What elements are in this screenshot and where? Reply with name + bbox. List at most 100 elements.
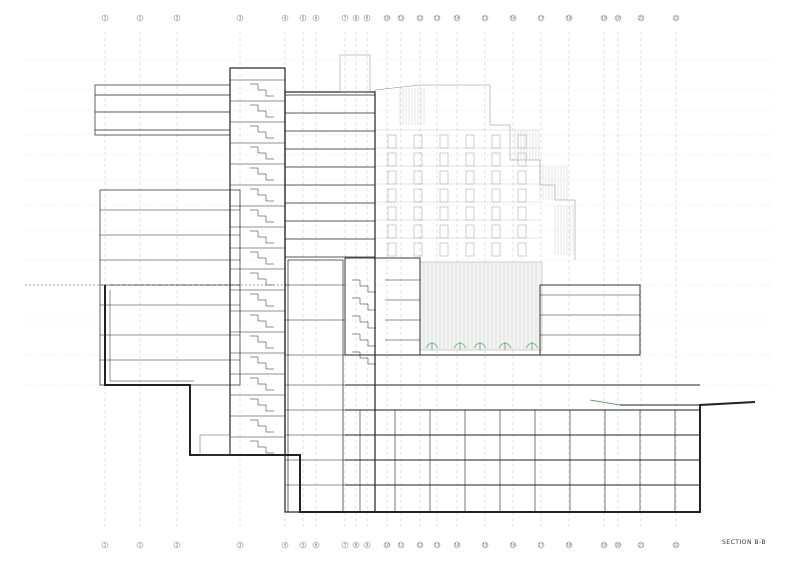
grid-bubble xyxy=(341,14,349,22)
stair-flight xyxy=(250,398,274,412)
grid-label: 18 xyxy=(566,15,572,20)
grid-bubble xyxy=(672,14,680,22)
grid-bubble xyxy=(136,541,144,549)
stair-flight xyxy=(250,335,274,349)
stair-flight xyxy=(250,251,274,265)
grid-bubble xyxy=(173,14,181,22)
window xyxy=(491,206,501,221)
window xyxy=(517,188,527,203)
window xyxy=(439,134,449,149)
planting xyxy=(589,399,621,406)
palm-tree xyxy=(473,342,487,350)
grid-bubble xyxy=(453,541,461,549)
grid-label: 22 xyxy=(673,15,679,20)
stair-flight xyxy=(250,293,274,307)
window xyxy=(465,224,475,239)
grid-label: 19 xyxy=(601,542,607,547)
grid-label: 17 xyxy=(538,542,544,547)
grid-label: 15 xyxy=(482,15,488,20)
grid-bubble xyxy=(614,14,622,22)
level-lines xyxy=(25,59,770,386)
section-title: SECTION B-B xyxy=(722,539,767,546)
grid-label: 12 xyxy=(417,542,423,547)
window xyxy=(413,170,423,185)
grid-label: 6 xyxy=(315,15,318,20)
window xyxy=(439,170,449,185)
window xyxy=(413,242,423,257)
grid-bubble xyxy=(101,541,109,549)
grid-label: 21 xyxy=(638,15,644,20)
grid-bubble xyxy=(433,14,441,22)
grid-label: 20 xyxy=(615,15,621,20)
grid-label: 13 xyxy=(434,542,440,547)
grid-label: 10 xyxy=(384,542,390,547)
grid-bubble xyxy=(299,14,307,22)
grid-bubble xyxy=(600,541,608,549)
grid-label: 18 xyxy=(566,542,572,547)
grid-bubble xyxy=(416,14,424,22)
grid-bubble xyxy=(433,541,441,549)
stair-flight xyxy=(352,279,376,293)
grid-bubble xyxy=(453,14,461,22)
grid-label: 15 xyxy=(482,542,488,547)
window xyxy=(491,224,501,239)
grid-label: 12 xyxy=(417,15,423,20)
building-section xyxy=(94,54,756,513)
grid-label: 14 xyxy=(454,15,460,20)
window xyxy=(517,134,527,149)
window xyxy=(517,224,527,239)
grid-label: 3 xyxy=(239,542,242,547)
stair-flight xyxy=(250,356,274,370)
stair-flight xyxy=(250,83,274,97)
grid-bubble xyxy=(101,14,109,22)
grid-bubble xyxy=(383,14,391,22)
stair-flight xyxy=(352,333,376,347)
window xyxy=(491,134,501,149)
stair-flight xyxy=(250,167,274,181)
window xyxy=(491,188,501,203)
stair-flight xyxy=(250,188,274,202)
grid-label: 16 xyxy=(510,542,516,547)
grid-bubble xyxy=(299,541,307,549)
grid-label: 5 xyxy=(302,15,305,20)
grid-bubble xyxy=(352,541,360,549)
palm-tree xyxy=(425,342,439,350)
window xyxy=(387,134,397,149)
window xyxy=(465,242,475,257)
window xyxy=(439,242,449,257)
grid-label: 2 xyxy=(176,542,179,547)
stair-flight xyxy=(250,146,274,160)
grid-bubble xyxy=(565,541,573,549)
grid-bubble xyxy=(565,14,573,22)
grid-label: 9 xyxy=(366,542,369,547)
grid-label: 8 xyxy=(355,15,358,20)
window xyxy=(387,188,397,203)
grid-bubble xyxy=(363,14,371,22)
grid-bubble xyxy=(600,14,608,22)
window xyxy=(465,170,475,185)
window xyxy=(413,206,423,221)
grid-bubble xyxy=(481,541,489,549)
stair-flight xyxy=(250,125,274,139)
grid-bubble xyxy=(416,541,424,549)
grid-label: 1 xyxy=(139,15,142,20)
window xyxy=(439,152,449,167)
grid-label: 8 xyxy=(355,542,358,547)
roof-plant xyxy=(339,54,371,93)
left-block xyxy=(99,189,241,386)
window xyxy=(413,224,423,239)
grid-label: 19 xyxy=(601,15,607,20)
grid-bubble xyxy=(281,14,289,22)
window xyxy=(387,170,397,185)
window xyxy=(387,224,397,239)
grid-label: 16 xyxy=(510,15,516,20)
grid-bubble xyxy=(236,541,244,549)
grid-label: 20 xyxy=(615,542,621,547)
grid-label: 21 xyxy=(638,542,644,547)
grid-bubble xyxy=(509,14,517,22)
grid-bubble xyxy=(136,14,144,22)
window xyxy=(517,242,527,257)
atrium-glazing xyxy=(419,261,543,351)
